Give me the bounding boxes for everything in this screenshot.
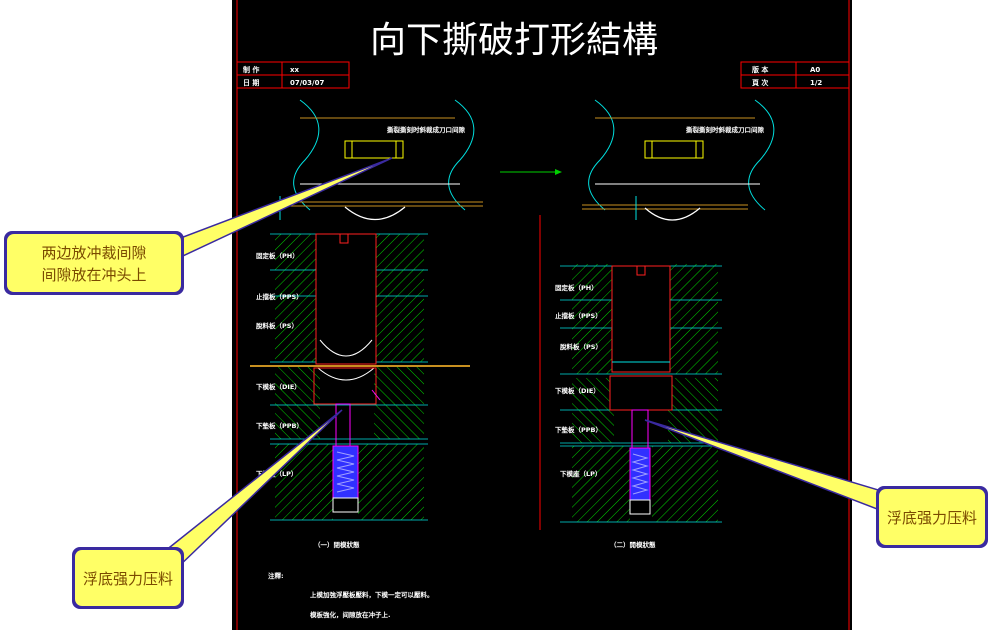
right-top-detail bbox=[582, 99, 775, 221]
tb-version-label: 版 本 bbox=[752, 65, 768, 74]
transition-arrow-head bbox=[555, 169, 562, 175]
callout-bottom-right bbox=[644, 419, 988, 548]
callout-top-left bbox=[4, 157, 393, 295]
right-top-label: 撕裂撕刻时斜裁成刀口间隙 bbox=[686, 125, 765, 134]
tb-make-value: xx bbox=[290, 66, 300, 74]
right-plate-pps: 止擋板（PPS） bbox=[555, 311, 602, 320]
drawing-title: 向下撕破打形結構 bbox=[370, 20, 658, 61]
tb-page-label: 頁 次 bbox=[752, 78, 768, 87]
callout-top-left-line2: 间隙放在冲头上 bbox=[41, 266, 146, 284]
left-top-label: 撕裂撕刻时斜裁成刀口间隙 bbox=[387, 125, 466, 134]
notes-line-2: 模板強化，间隙放在冲子上. bbox=[310, 610, 390, 619]
right-die-section bbox=[560, 264, 722, 523]
callout-top-left-line1: 两边放冲裁间隙 bbox=[41, 244, 146, 262]
left-view-caption: （一）閉模狀態 bbox=[314, 540, 360, 549]
right-plate-die: 下模板（DIE） bbox=[555, 386, 600, 395]
left-die-section bbox=[250, 233, 470, 521]
title-block-right bbox=[740, 61, 850, 89]
tb-date-value: 07/03/07 bbox=[290, 79, 324, 87]
notes-line-1: 上模加強浮壓板壓料，下模一定可以壓料。 bbox=[310, 590, 434, 599]
title-block-left bbox=[236, 61, 350, 89]
callout-bottom-left bbox=[72, 409, 343, 609]
right-view-caption: （二）開模狀態 bbox=[610, 540, 656, 549]
right-plate-ps: 脫料板（PS） bbox=[560, 342, 602, 351]
callout-bottom-right-text: 浮底强力压料 bbox=[887, 509, 977, 527]
left-plate-ps: 脫料板（PS） bbox=[256, 321, 298, 330]
left-plate-die: 下模板（DIE） bbox=[256, 382, 301, 391]
callout-bottom-left-text: 浮底强力压料 bbox=[83, 570, 173, 588]
left-plate-pps: 止擋板（PPS） bbox=[256, 292, 303, 301]
tb-version-value: A0 bbox=[810, 66, 820, 74]
right-plate-ph: 固定板（PH） bbox=[555, 283, 598, 292]
right-plate-ppb: 下墊板（PPB） bbox=[555, 425, 602, 434]
left-plate-ph: 固定板（PH） bbox=[256, 251, 299, 260]
left-plate-ppb: 下墊板（PPB） bbox=[256, 421, 303, 430]
tb-make-label: 制 作 bbox=[243, 65, 259, 74]
right-plate-lp: 下模座（LP） bbox=[560, 469, 601, 478]
tb-page-value: 1/2 bbox=[810, 79, 822, 87]
notes-heading: 注釋: bbox=[268, 571, 284, 580]
tb-date-label: 日 期 bbox=[243, 78, 259, 87]
